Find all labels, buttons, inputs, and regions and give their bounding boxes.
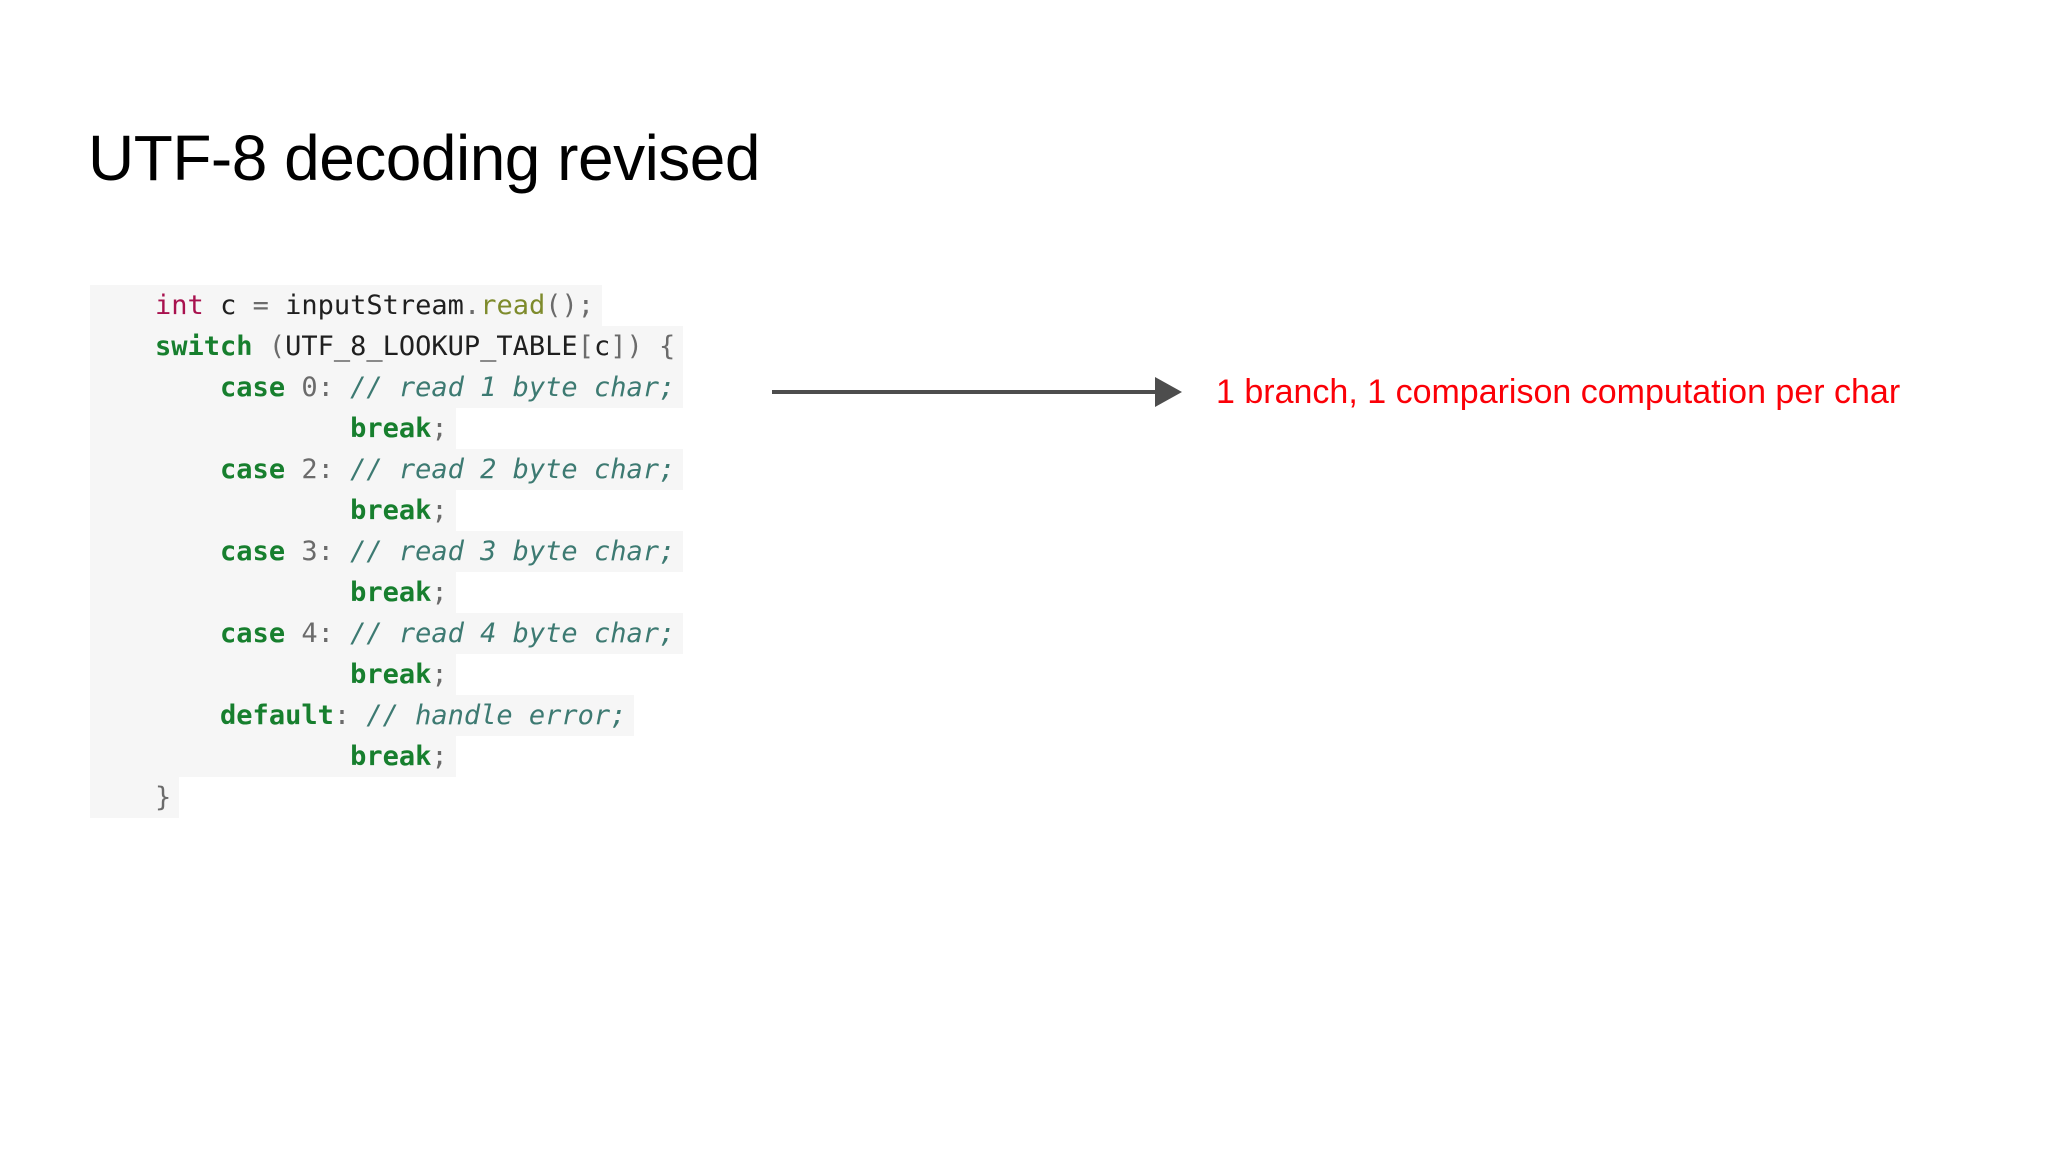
code-token-comment: // read 1 byte char; bbox=[350, 372, 676, 403]
code-token-punctuation: . bbox=[463, 290, 481, 321]
code-line-stripe: case 3: // read 3 byte char; bbox=[90, 531, 684, 572]
code-line: break; bbox=[90, 736, 683, 777]
code-token-comment: // handle error; bbox=[366, 700, 627, 731]
code-line: int c = inputStream.read(); bbox=[90, 285, 683, 326]
code-indent bbox=[90, 413, 350, 444]
code-indent bbox=[90, 618, 220, 649]
code-line: case 2: // read 2 byte char; bbox=[90, 449, 684, 490]
code-indent bbox=[90, 290, 155, 321]
code-token-identifier: inputStream bbox=[268, 290, 464, 321]
code-token-punctuation: [ bbox=[577, 331, 594, 362]
code-token-keyword: switch bbox=[155, 331, 253, 362]
code-line-stripe: } bbox=[90, 777, 180, 818]
code-token-keyword: case bbox=[220, 618, 286, 649]
arrow-head bbox=[1155, 377, 1182, 407]
code-line: default: // handle error; bbox=[90, 695, 683, 736]
code-token-keyword: break bbox=[350, 577, 432, 608]
code-token-keyword: break bbox=[350, 495, 432, 526]
code-token-identifier: c bbox=[593, 331, 611, 362]
code-token-punctuation: ; bbox=[431, 577, 448, 608]
code-token-punctuation: 4 bbox=[285, 618, 318, 649]
code-token-keyword: break bbox=[350, 659, 432, 690]
code-token-punctuation: : bbox=[333, 700, 367, 731]
code-line: break; bbox=[90, 654, 683, 695]
code-line: break; bbox=[90, 572, 683, 613]
code-token-punctuation: = bbox=[252, 290, 269, 321]
code-token-method: read bbox=[480, 290, 546, 321]
code-indent bbox=[90, 495, 350, 526]
code-line-stripe: break; bbox=[90, 736, 456, 777]
code-indent bbox=[90, 536, 220, 567]
arrow-right-icon bbox=[772, 377, 1182, 407]
code-token-punctuation: 0 bbox=[285, 372, 318, 403]
code-token-type: int bbox=[155, 290, 204, 321]
code-indent bbox=[90, 741, 350, 772]
code-line: case 0: // read 1 byte char; bbox=[90, 367, 684, 408]
code-token-keyword: case bbox=[220, 536, 286, 567]
code-indent bbox=[90, 331, 155, 362]
code-token-punctuation: 3 bbox=[285, 536, 318, 567]
code-token-keyword: break bbox=[350, 741, 432, 772]
code-indent bbox=[90, 372, 220, 403]
code-line-stripe: case 4: // read 4 byte char; bbox=[90, 613, 684, 654]
code-token-punctuation: : bbox=[317, 454, 351, 485]
code-token-keyword: case bbox=[220, 372, 286, 403]
code-token-punctuation: ; bbox=[431, 495, 448, 526]
code-token-punctuation: ( bbox=[252, 331, 286, 362]
code-indent bbox=[90, 782, 155, 813]
code-token-punctuation: : bbox=[317, 618, 351, 649]
code-token-punctuation: ]) { bbox=[610, 331, 676, 362]
code-line-stripe: default: // handle error; bbox=[90, 695, 635, 736]
code-line-stripe: case 2: // read 2 byte char; bbox=[90, 449, 684, 490]
code-token-punctuation: : bbox=[317, 372, 351, 403]
code-token-punctuation: ; bbox=[431, 659, 448, 690]
code-line-stripe: break; bbox=[90, 654, 456, 695]
callout-annotation-text: 1 branch, 1 comparison computation per c… bbox=[1216, 373, 1901, 411]
code-indent bbox=[90, 454, 220, 485]
code-token-punctuation: : bbox=[317, 536, 351, 567]
code-line-stripe: int c = inputStream.read(); bbox=[90, 285, 603, 326]
code-token-punctuation: (); bbox=[545, 290, 595, 321]
code-indent bbox=[90, 577, 350, 608]
code-token-punctuation: ; bbox=[431, 413, 448, 444]
code-token-comment: // read 3 byte char; bbox=[350, 536, 676, 567]
code-line-stripe: break; bbox=[90, 572, 456, 613]
code-token-keyword: break bbox=[350, 413, 432, 444]
code-line: case 3: // read 3 byte char; bbox=[90, 531, 684, 572]
code-token-identifier: UTF_8_LOOKUP_TABLE bbox=[285, 331, 578, 362]
code-indent bbox=[90, 659, 350, 690]
code-line: break; bbox=[90, 490, 683, 531]
code-token-comment: // read 2 byte char; bbox=[350, 454, 676, 485]
callout-arrow bbox=[770, 372, 1182, 412]
code-line-stripe: switch (UTF_8_LOOKUP_TABLE[c]) { bbox=[90, 326, 684, 367]
code-indent bbox=[90, 700, 220, 731]
code-line: } bbox=[90, 777, 683, 818]
code-token-comment: // read 4 byte char; bbox=[350, 618, 676, 649]
code-line-stripe: case 0: // read 1 byte char; bbox=[90, 367, 684, 408]
code-line: break; bbox=[90, 408, 683, 449]
code-line-stripe: break; bbox=[90, 408, 456, 449]
code-line: switch (UTF_8_LOOKUP_TABLE[c]) { bbox=[90, 326, 684, 367]
code-token-identifier: c bbox=[203, 290, 253, 321]
code-token-keyword: case bbox=[220, 454, 286, 485]
code-block: int c = inputStream.read(); switch (UTF_… bbox=[90, 285, 684, 818]
code-line-stripe: break; bbox=[90, 490, 456, 531]
code-token-punctuation: } bbox=[155, 782, 172, 813]
code-token-keyword: default bbox=[220, 700, 334, 731]
code-token-punctuation: 2 bbox=[285, 454, 318, 485]
page-title: UTF-8 decoding revised bbox=[88, 122, 760, 194]
code-token-punctuation: ; bbox=[431, 741, 448, 772]
code-line: case 4: // read 4 byte char; bbox=[90, 613, 684, 654]
